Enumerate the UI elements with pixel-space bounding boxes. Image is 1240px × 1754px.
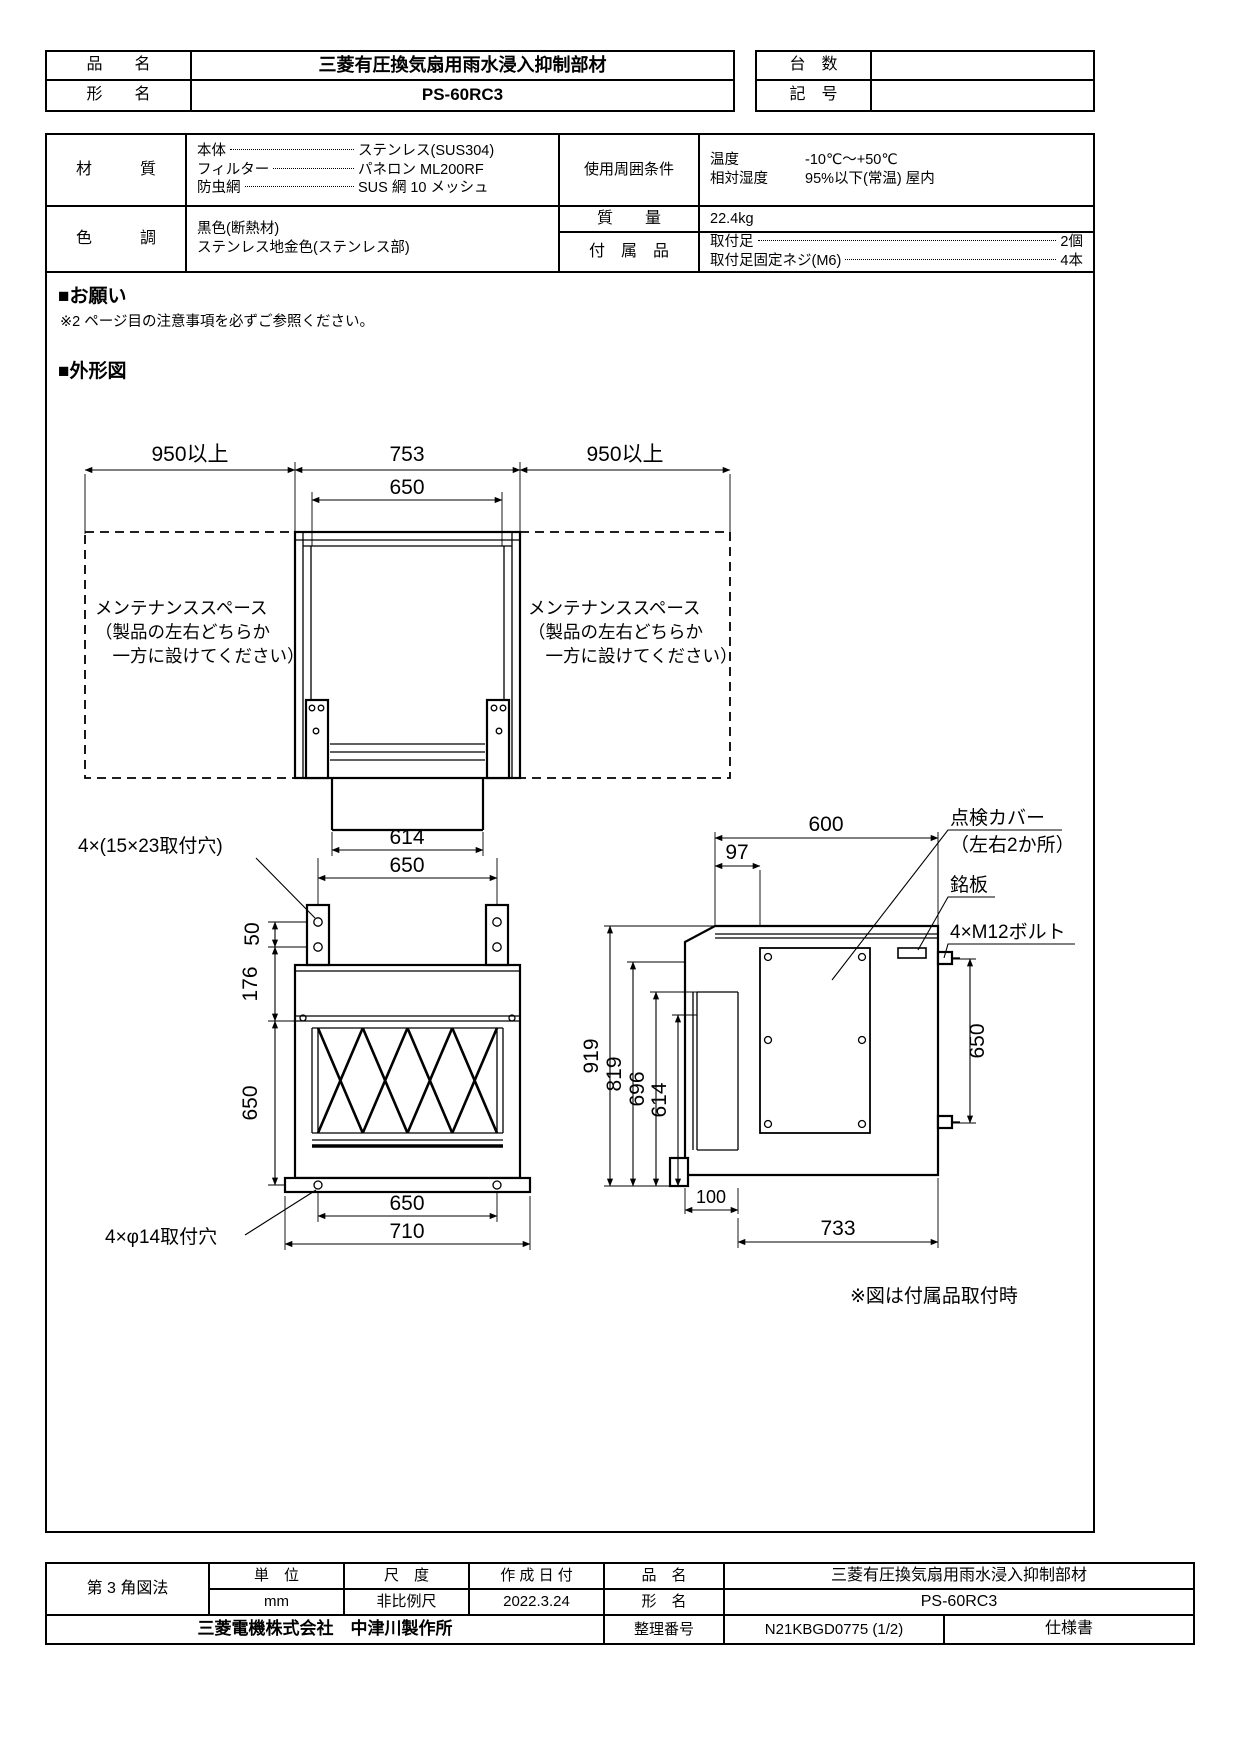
- material-list: 本体 ステンレス(SUS304) フィルター パネロン ML200RF 防虫網 …: [187, 135, 560, 207]
- dotted-leader: [273, 167, 354, 169]
- material-name: 本体: [197, 142, 226, 159]
- product-name-value: 三菱有圧換気扇用雨水浸入抑制部材: [192, 52, 733, 81]
- color-values: 黒色(断熱材) ステンレス地金色(ステンレス部): [187, 207, 560, 271]
- material-name: 防虫網: [197, 180, 241, 197]
- mass-value: 22.4kg: [700, 207, 1093, 233]
- footer-product-label: 品 名: [605, 1564, 725, 1590]
- accessories-label: 付 属 品: [560, 233, 700, 271]
- accessory-value: 4本: [1060, 253, 1083, 269]
- title-block: 第 3 角図法 単 位 尺 度 作 成 日 付 品 名 三菱有圧換気扇用雨水浸入…: [45, 1562, 1195, 1645]
- ref-number-label: 整理番号: [605, 1616, 725, 1643]
- env-value: -10℃～+50℃: [805, 152, 898, 169]
- drawing-title: ■外形図: [58, 361, 127, 382]
- material-value: SUS 網 10 メッシュ: [358, 180, 489, 197]
- spec-table: 材 質 本体 ステンレス(SUS304) フィルター パネロン ML200RF …: [45, 133, 1095, 273]
- material-item: 防虫網 SUS 網 10 メッシュ: [197, 179, 548, 198]
- date-value: 2022.3.24: [470, 1590, 605, 1616]
- env-values: 温度 -10℃～+50℃ 相対湿度 95%以下(常温) 屋内: [700, 135, 1093, 207]
- material-name: フィルター: [197, 161, 270, 178]
- env-key: 温度: [710, 152, 739, 169]
- scale-value: 非比例尺: [345, 1590, 470, 1616]
- env-label: 使用周囲条件: [560, 135, 700, 207]
- material-item: 本体 ステンレス(SUS304): [197, 142, 548, 161]
- accessory-name: 取付足: [710, 234, 754, 251]
- accessory-item: 取付足固定ネジ(M6) 4本: [710, 252, 1083, 271]
- color-line: 黒色(断熱材): [197, 221, 280, 238]
- ref-number-value: N21KBGD0775 (1/2): [725, 1616, 945, 1643]
- material-item: フィルター パネロン ML200RF: [197, 161, 548, 180]
- material-value: ステンレス(SUS304): [358, 142, 495, 159]
- footer-model-value: PS-60RC3: [725, 1590, 1193, 1616]
- unit-value: mm: [210, 1590, 345, 1616]
- accessory-item: 取付足 2個: [710, 233, 1083, 252]
- dotted-leader: [230, 148, 354, 150]
- qty-label: 台 数: [757, 52, 872, 81]
- drawing-frame: [45, 133, 1095, 1533]
- doc-type: 仕様書: [1044, 1620, 1093, 1638]
- model-name-value: PS-60RC3: [421, 85, 504, 105]
- product-name-label: 品 名: [47, 52, 192, 81]
- env-row: 温度 -10℃～+50℃: [710, 151, 1083, 170]
- env-row: 相対湿度 95%以下(常温) 屋内: [710, 170, 1083, 189]
- dotted-leader: [845, 258, 1057, 260]
- notice-title: ■お願い: [58, 286, 127, 307]
- symbol-value: [872, 81, 1093, 110]
- material-value: パネロン ML200RF: [358, 161, 484, 178]
- notice-body: ※2 ページ目の注意事項を必ずご参照ください。: [60, 314, 374, 330]
- qty-value: [872, 52, 1093, 81]
- accessories-list: 取付足 2個 取付足固定ネジ(M6) 4本: [700, 233, 1093, 271]
- footer-model-label: 形 名: [605, 1590, 725, 1616]
- projection-method: 第 3 角図法: [47, 1564, 210, 1616]
- accessory-name: 取付足固定ネジ(M6): [710, 253, 842, 269]
- env-key: 相対湿度: [710, 171, 768, 187]
- footer-product-value: 三菱有圧換気扇用雨水浸入抑制部材: [725, 1564, 1193, 1590]
- dotted-leader: [244, 186, 354, 188]
- mass-label: 質 量: [560, 207, 700, 233]
- scale-label: 尺 度: [345, 1564, 470, 1590]
- dotted-leader: [757, 240, 1057, 242]
- accessory-value: 2個: [1060, 234, 1083, 251]
- qty-table: 台 数 記 号: [755, 50, 1095, 112]
- material-label: 材 質: [47, 135, 187, 207]
- title-table: 品 名 三菱有圧換気扇用雨水浸入抑制部材 形 名 PS-60RC3: [45, 50, 735, 112]
- model-name-label: 形 名: [47, 81, 192, 110]
- date-label: 作 成 日 付: [470, 1564, 605, 1590]
- unit-label: 単 位: [210, 1564, 345, 1590]
- color-label: 色 調: [47, 207, 187, 271]
- env-value: 95%以下(常温) 屋内: [805, 171, 935, 187]
- symbol-label: 記 号: [757, 81, 872, 110]
- color-line: ステンレス地金色(ステンレス部): [197, 240, 410, 256]
- company-name: 三菱電機株式会社 中津川製作所: [47, 1616, 605, 1643]
